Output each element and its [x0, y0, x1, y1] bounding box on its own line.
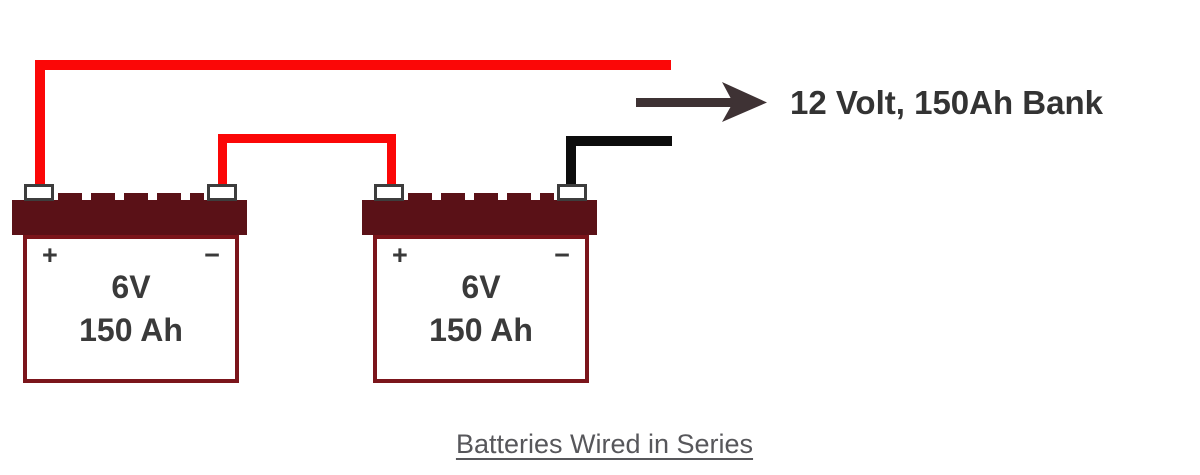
battery-2-cap	[362, 200, 597, 235]
battery-1-minus-sign: −	[204, 240, 220, 270]
battery-2-body: + − 6V 150 Ah	[373, 235, 589, 383]
battery-1-positive-terminal	[24, 184, 54, 201]
series-jumper-wire-horizontal	[218, 134, 396, 143]
battery-1-cap-teeth	[58, 193, 204, 201]
battery-2-plus-sign: +	[392, 240, 408, 270]
battery-1: + − 6V 150 Ah	[12, 184, 247, 383]
battery-2-positive-terminal	[374, 184, 404, 201]
battery-2-voltage-label: 6V	[461, 269, 501, 305]
battery-1-negative-terminal	[207, 184, 237, 201]
battery-1-voltage-label: 6V	[111, 269, 151, 305]
battery-2-negative-terminal	[557, 184, 587, 201]
battery-1-plus-sign: +	[42, 240, 58, 270]
diagram-caption: Batteries Wired in Series	[455, 429, 754, 459]
battery-2-capacity-label: 150 Ah	[429, 312, 533, 348]
negative-bank-wire-vertical	[566, 136, 576, 186]
bank-output-arrow-icon	[634, 80, 774, 124]
battery-1-body: + − 6V 150 Ah	[23, 235, 239, 383]
battery-2-cap-teeth	[408, 193, 554, 201]
bank-output-label: 12 Volt, 150Ah Bank	[790, 84, 1104, 121]
series-jumper-wire-right-drop	[387, 134, 396, 186]
battery-2: + − 6V 150 Ah	[362, 184, 597, 383]
battery-2-polarity-row: + −	[377, 239, 585, 270]
battery-1-polarity-row: + −	[27, 239, 235, 270]
series-jumper-wire-left-drop	[218, 134, 227, 186]
battery-2-minus-sign: −	[554, 240, 570, 270]
positive-bank-wire-horizontal	[35, 60, 671, 70]
positive-bank-wire-vertical	[35, 60, 45, 186]
battery-1-capacity-label: 150 Ah	[79, 312, 183, 348]
negative-bank-wire-horizontal	[566, 136, 672, 146]
battery-1-cap	[12, 200, 247, 235]
